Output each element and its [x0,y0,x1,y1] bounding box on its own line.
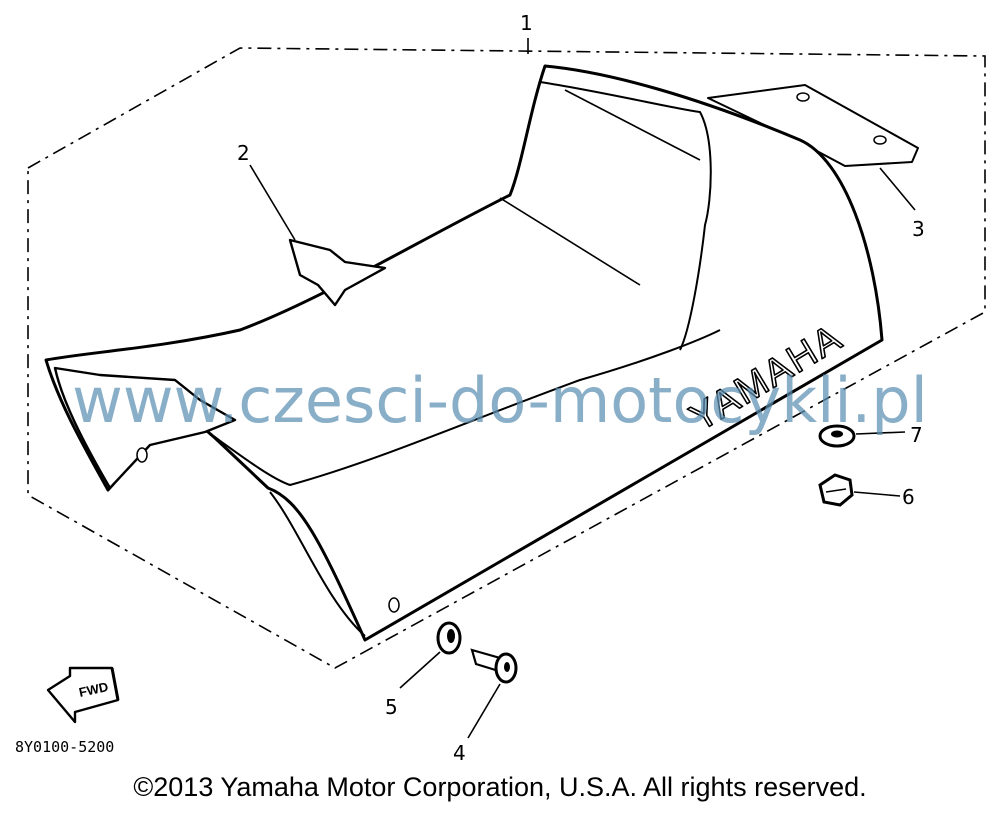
seat-front-contour [204,329,721,486]
leader-6 [853,491,901,497]
seat-crease-2 [499,197,641,286]
part-7-washer [818,424,856,448]
skirt-hole [388,597,400,613]
callout-3: 3 [912,217,925,241]
watermark: www.czesci-do-motocykli.pl [72,364,928,437]
fwd-arrow-icon: FWD [46,666,120,724]
callout-4: 4 [453,741,466,765]
leader-4 [467,683,501,739]
figure-code: 8Y0100-5200 [15,738,114,756]
bracket-hole-1 [796,92,810,102]
callout-2: 2 [237,141,250,165]
part-6-nut [818,473,854,507]
callout-7: 7 [910,423,923,447]
seat-top-contour [539,81,712,351]
assembly-boundary [27,47,986,669]
leader-5 [399,651,441,689]
seat-strap [288,238,387,307]
callout-1: 1 [520,11,533,35]
callout-6: 6 [902,485,915,509]
seat-outline [44,64,884,642]
leader-7 [855,431,906,435]
copyright-notice: ©2013 Yamaha Motor Corporation, U.S.A. A… [133,772,867,802]
bracket-hole-2 [873,135,887,145]
nose-hole [136,447,148,463]
leader-3 [879,167,916,211]
callout-5: 5 [385,695,398,719]
leader-2 [249,164,296,241]
seat-crease-1 [564,89,701,161]
part-5-collar [436,621,462,655]
seat-skirt [269,491,366,637]
fwd-label: FWD [78,679,110,700]
seat-nose [53,366,237,490]
part-4-bolt [470,648,518,684]
seat-assembly: YAMAHA [44,64,919,642]
